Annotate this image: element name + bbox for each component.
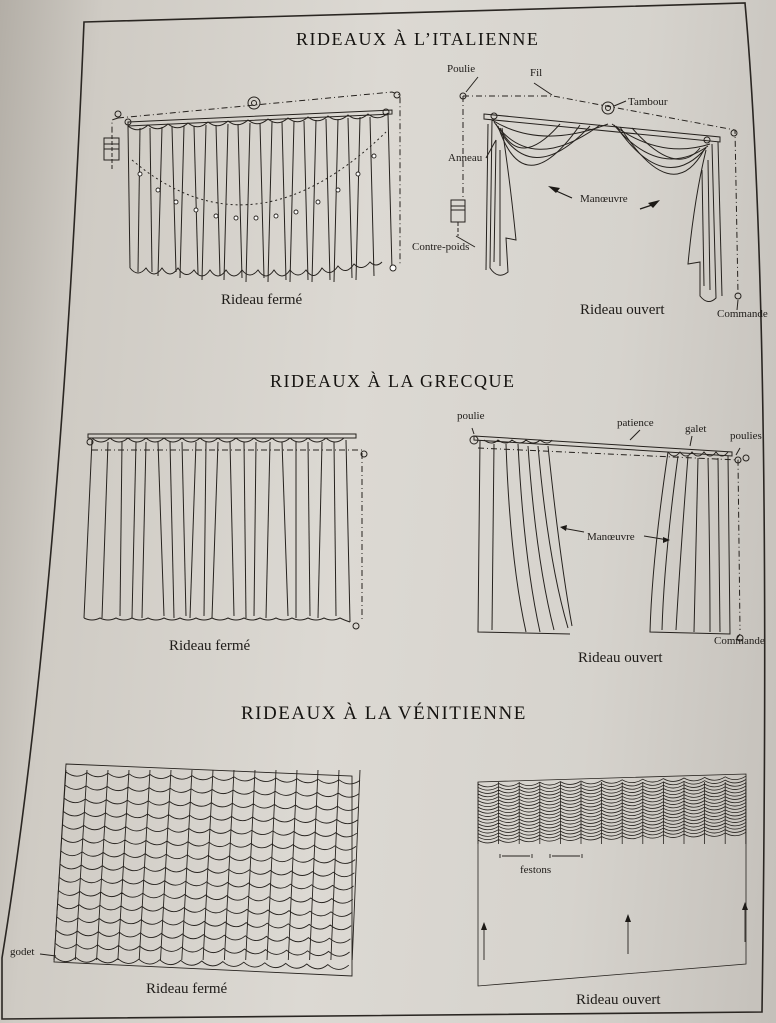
label-galet: galet — [685, 423, 707, 435]
label-contre-poids: Contre-poids — [412, 241, 470, 253]
title-italienne: RIDEAUX À L’ITALIENNE — [296, 29, 540, 49]
label-manoeuvre-italienne: Manœuvre — [580, 193, 628, 205]
label-patience: patience — [617, 417, 654, 429]
caption-venitienne-closed: Rideau fermé — [146, 981, 228, 997]
label-anneau: Anneau — [448, 152, 483, 164]
label-manoeuvre-grecque: Manœuvre — [587, 531, 635, 543]
title-venitienne: RIDEAUX À LA VÉNITIENNE — [241, 703, 527, 724]
venitienne-open-festoons — [477, 775, 747, 844]
label-poulie: Poulie — [447, 63, 476, 75]
caption-venitienne-open: Rideau ouvert — [576, 992, 661, 1008]
title-grecque: RIDEAUX À LA GRECQUE — [270, 371, 516, 391]
caption-italienne-open: Rideau ouvert — [580, 302, 665, 318]
label-commande-italienne: Commande — [717, 308, 768, 320]
label-festons: festons — [520, 864, 552, 876]
caption-grecque-closed: Rideau fermé — [169, 638, 251, 654]
label-tambour: Tambour — [628, 96, 668, 108]
label-poulie-grecque: poulie — [457, 410, 485, 422]
label-godet: godet — [10, 946, 35, 958]
caption-italienne-closed: Rideau fermé — [221, 292, 303, 308]
caption-grecque-open: Rideau ouvert — [578, 650, 663, 666]
label-poulies: poulies — [730, 430, 762, 442]
label-commande-grecque: Commande — [714, 635, 765, 647]
label-fil: Fil — [530, 67, 543, 79]
venitienne-closed-scallops — [53, 769, 361, 970]
